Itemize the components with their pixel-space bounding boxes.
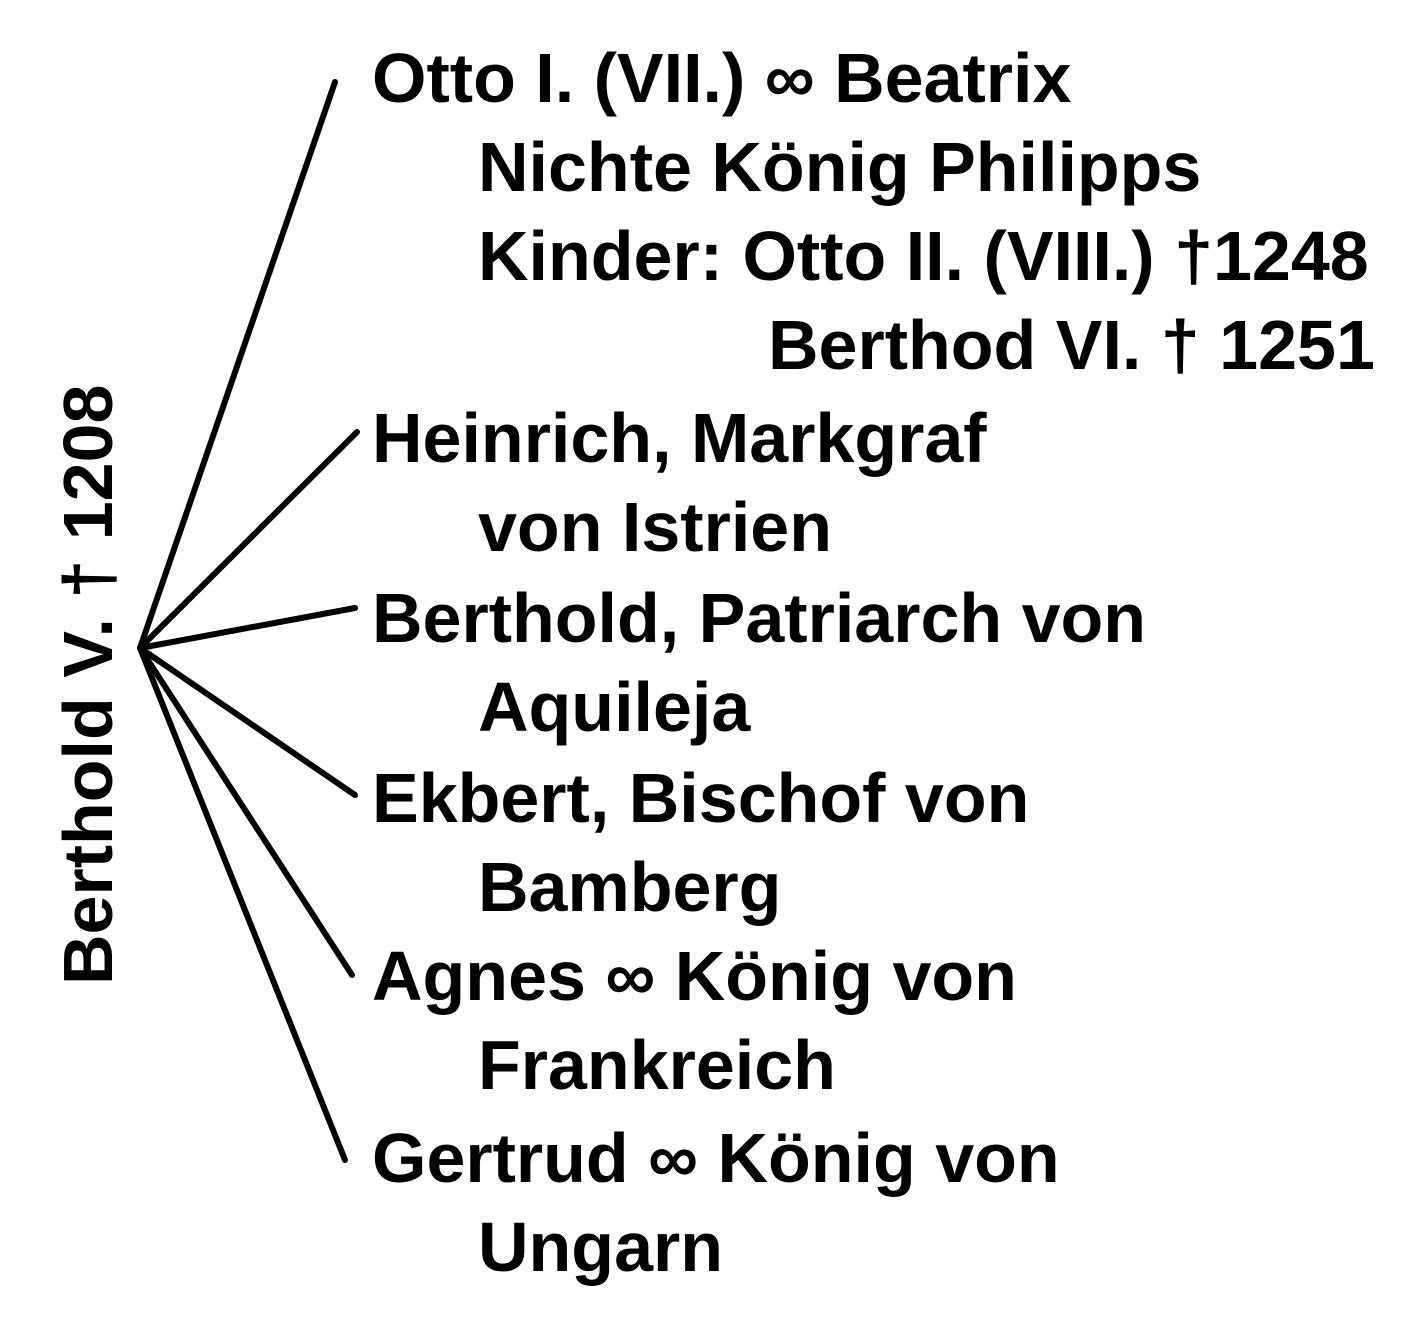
child-otto-line-0: Otto I. (VII.) ∞ Beatrix — [372, 39, 1071, 117]
child-agnes-line-0: Agnes ∞ König von — [372, 937, 1017, 1015]
child-otto-line-3: Berthod VI. † 1251 — [768, 306, 1375, 384]
child-gertrud-line-0: Gertrud ∞ König von — [372, 1119, 1060, 1197]
child-ekbert-line-0: Ekbert, Bischof von — [372, 759, 1029, 837]
branch-line-child-otto — [137, 79, 338, 651]
branch-lines — [137, 79, 360, 1163]
root-label: Berthold V. † 1208 — [49, 385, 127, 985]
child-otto-line-2: Kinder: Otto II. (VIII.) †1248 — [478, 217, 1369, 295]
child-ekbert-line-1: Bamberg — [478, 848, 781, 926]
child-heinrich-line-0: Heinrich, Markgraf — [372, 399, 987, 477]
branch-line-child-heinrich — [137, 429, 360, 651]
child-heinrich-line-1: von Istrien — [478, 488, 832, 566]
branch-line-child-ekbert — [137, 645, 358, 798]
child-berthold-line-0: Berthold, Patriarch von — [372, 579, 1146, 657]
child-otto-line-1: Nichte König Philipps — [478, 128, 1201, 206]
branch-line-child-gertrud — [137, 645, 348, 1163]
child-agnes-line-1: Frankreich — [478, 1026, 836, 1104]
branch-line-child-berthold — [137, 605, 358, 651]
child-gertrud-line-1: Ungarn — [478, 1208, 723, 1286]
branch-line-child-agnes — [137, 645, 355, 978]
child-berthold-line-1: Aquileja — [478, 668, 751, 746]
